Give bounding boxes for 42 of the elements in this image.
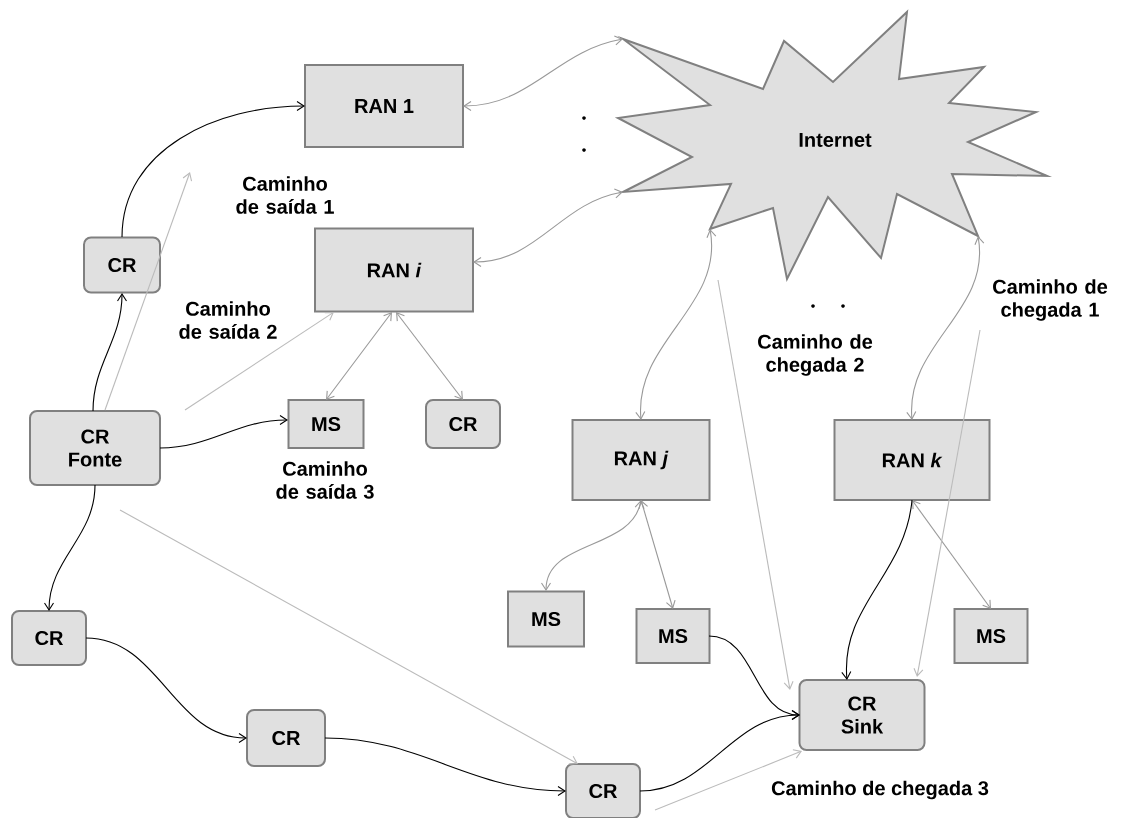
arrow: [184, 312, 334, 411]
router-box: CR: [246, 709, 326, 767]
arrow: [43, 484, 96, 611]
arrow: [119, 509, 578, 765]
arrow: [841, 499, 913, 680]
arrow: [396, 312, 463, 400]
arrow: [121, 100, 305, 238]
arrow: [654, 749, 802, 811]
station-box: MS: [287, 399, 365, 449]
path-label: Caminho de chegada 2: [758, 334, 873, 376]
router-box: CR Sink: [798, 679, 926, 751]
arrow: [708, 635, 800, 721]
path-label: Caminho de saída 2: [179, 301, 277, 339]
router-box: CR: [565, 763, 641, 818]
arrow: [473, 188, 623, 268]
station-box: MS: [953, 608, 1029, 664]
network-box: RAN i: [314, 227, 474, 313]
network-box: RAN j: [571, 419, 711, 501]
arrow: [324, 737, 566, 797]
path-label: Caminho de chegada 3: [771, 780, 989, 800]
arrow: [913, 329, 981, 677]
network-box: RAN 1: [304, 64, 464, 148]
router-box: CR Fonte: [29, 410, 161, 486]
path-label: Caminho de saída 3: [276, 461, 374, 499]
arrow: [104, 172, 193, 411]
arrow: [635, 229, 717, 420]
arrow: [717, 279, 794, 690]
station-box: MS: [635, 608, 711, 664]
router-box: CR: [11, 610, 87, 666]
arrow: [463, 35, 623, 112]
arrow: [638, 500, 676, 609]
path-label: Caminho de saída 1: [236, 176, 334, 214]
arrow: [912, 500, 991, 609]
arrow: [85, 637, 247, 744]
router-box: CR: [425, 399, 501, 449]
station-box: MS: [507, 590, 585, 648]
arrow: [92, 293, 128, 412]
arrow: [159, 414, 288, 449]
arrow: [906, 236, 985, 420]
arrow: [326, 312, 392, 400]
network-box: RAN k: [833, 419, 991, 501]
router-box: CR: [83, 236, 161, 294]
